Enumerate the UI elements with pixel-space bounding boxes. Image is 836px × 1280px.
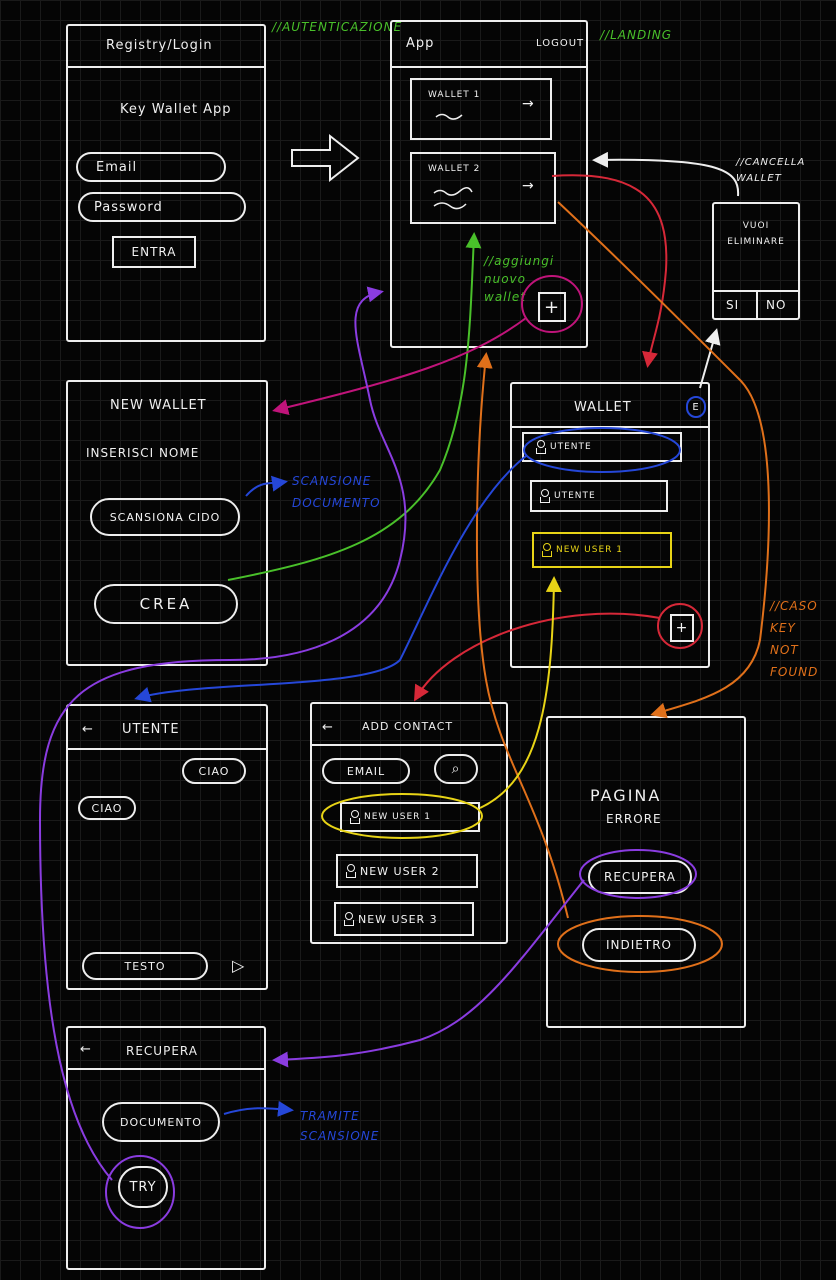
scribble-icon bbox=[433, 187, 473, 210]
user-row-1[interactable]: UTENTE bbox=[522, 432, 682, 462]
add-contact-screen: ← ADD CONTACT EMAIL ⌕ NEW USER 1 NEW USE… bbox=[310, 702, 508, 944]
back-button[interactable]: INDIETRO bbox=[582, 928, 696, 962]
note-via-scan: TRAMITE SCANSIONE bbox=[300, 1109, 380, 1143]
contact-row-1-label: NEW USER 1 bbox=[364, 812, 432, 822]
user-divider bbox=[68, 748, 266, 750]
login-to-landing-arrow bbox=[291, 133, 360, 183]
recover-divider bbox=[68, 1068, 264, 1070]
note-landing: //LANDING bbox=[600, 28, 673, 42]
scan-id-button[interactable]: SCANSIONA CIDO bbox=[90, 498, 240, 536]
user-screen: ← UTENTE CIAO CIAO TESTO ▷ bbox=[66, 704, 268, 990]
user-icon bbox=[536, 440, 546, 454]
user-icon bbox=[542, 543, 552, 557]
user-row-2-label: UTENTE bbox=[554, 491, 596, 501]
add-contact-divider bbox=[312, 744, 506, 746]
user-row-3[interactable]: NEW USER 1 bbox=[532, 532, 672, 568]
user-row-3-label: NEW USER 1 bbox=[556, 545, 624, 555]
note-add-wallet: //aggiungi nuovo wallet bbox=[484, 254, 555, 304]
note-auth: //AUTENTICAZIONE bbox=[272, 20, 403, 34]
received-message: CIAO bbox=[78, 796, 136, 820]
user-title: UTENTE bbox=[122, 722, 180, 737]
user-icon bbox=[346, 864, 356, 878]
new-wallet-screen: NEW WALLET INSERISCI NOME SCANSIONA CIDO… bbox=[66, 380, 268, 666]
new-wallet-title: NEW WALLET bbox=[110, 398, 207, 413]
wallet-divider bbox=[512, 426, 708, 428]
user-icon bbox=[350, 810, 360, 824]
add-contact-title: ADD CONTACT bbox=[362, 720, 454, 733]
arrow-right-icon: → bbox=[522, 178, 535, 194]
user-icon bbox=[344, 912, 354, 926]
contact-row-3[interactable]: NEW USER 3 bbox=[334, 902, 474, 936]
wallet-title: WALLET bbox=[574, 400, 632, 415]
sent-message: CIAO bbox=[182, 758, 246, 784]
email-field[interactable]: Email bbox=[76, 152, 226, 182]
email-search-field[interactable]: EMAIL bbox=[322, 758, 410, 784]
dialog-separator bbox=[756, 290, 758, 318]
create-button[interactable]: CREA bbox=[94, 584, 238, 624]
landing-title: App bbox=[406, 36, 435, 51]
enter-button[interactable]: ENTRA bbox=[112, 236, 196, 268]
note-scan-document: SCANSIONE DOCUMENTO bbox=[292, 474, 381, 510]
wallet-card-2-label: WALLET 2 bbox=[428, 164, 481, 174]
recover-screen: ← RECUPERA DOCUMENTO TRY bbox=[66, 1026, 266, 1270]
recover-button[interactable]: RECUPERA bbox=[588, 860, 692, 894]
search-button[interactable]: ⌕ bbox=[434, 754, 478, 784]
add-wallet-button[interactable]: + bbox=[538, 292, 566, 322]
back-arrow-icon[interactable]: ← bbox=[80, 1042, 92, 1057]
login-title: Registry/Login bbox=[106, 38, 213, 53]
login-divider bbox=[68, 66, 264, 68]
error-title-line1: PAGINA bbox=[590, 786, 662, 805]
landing-divider bbox=[392, 66, 586, 68]
password-field[interactable]: Password bbox=[78, 192, 246, 222]
contact-row-3-label: NEW USER 3 bbox=[358, 912, 438, 926]
error-screen: PAGINA ERRORE RECUPERA INDIETRO bbox=[546, 716, 746, 1028]
login-screen: Registry/Login Key Wallet App Email Pass… bbox=[66, 24, 266, 342]
wallet-card-2[interactable]: WALLET 2 → bbox=[410, 152, 556, 224]
yes-button[interactable]: SI bbox=[726, 298, 740, 312]
back-arrow-icon[interactable]: ← bbox=[322, 720, 334, 735]
user-icon bbox=[540, 489, 550, 503]
name-input-label[interactable]: INSERISCI NOME bbox=[86, 446, 200, 460]
contact-row-1[interactable]: NEW USER 1 bbox=[340, 802, 480, 832]
send-icon[interactable]: ▷ bbox=[232, 956, 246, 975]
back-arrow-icon[interactable]: ← bbox=[82, 722, 94, 737]
landing-screen: App LOGOUT WALLET 1 → WALLET 2 → + bbox=[390, 20, 588, 348]
error-title-line2: ERRORE bbox=[606, 812, 662, 826]
login-app-name: Key Wallet App bbox=[120, 102, 232, 117]
wallet-card-1[interactable]: WALLET 1 → bbox=[410, 78, 552, 140]
wallet-to-confirm-arrow bbox=[699, 328, 721, 389]
no-button[interactable]: NO bbox=[766, 298, 787, 312]
scribble-icon bbox=[435, 113, 463, 120]
wallet-screen: WALLET E UTENTE UTENTE NEW USER 1 + bbox=[510, 382, 710, 668]
recover-title: RECUPERA bbox=[126, 1044, 198, 1058]
add-user-button[interactable]: + bbox=[670, 614, 694, 642]
note-delete-wallet: //CANCELLA WALLET bbox=[736, 157, 806, 184]
logout-button[interactable]: LOGOUT bbox=[536, 38, 585, 49]
confirm-to-landing-arrow bbox=[592, 151, 740, 197]
user-row-2[interactable]: UTENTE bbox=[530, 480, 668, 512]
contact-row-2[interactable]: NEW USER 2 bbox=[336, 854, 478, 888]
document-button[interactable]: DOCUMENTO bbox=[102, 1102, 220, 1142]
delete-confirm-dialog: VUOI ELIMINARE SI NO bbox=[712, 202, 800, 320]
contact-row-2-label: NEW USER 2 bbox=[360, 864, 440, 878]
arrow-right-icon: → bbox=[522, 96, 535, 112]
delete-question: VUOI ELIMINARE bbox=[727, 221, 785, 247]
user-row-1-label: UTENTE bbox=[550, 442, 592, 452]
edit-button[interactable]: E bbox=[686, 396, 706, 418]
note-not-found: //CASO KEY NOT FOUND bbox=[770, 599, 819, 679]
wallet-card-1-label: WALLET 1 bbox=[428, 90, 481, 100]
message-input[interactable]: TESTO bbox=[82, 952, 208, 980]
try-button[interactable]: TRY bbox=[118, 1166, 168, 1208]
